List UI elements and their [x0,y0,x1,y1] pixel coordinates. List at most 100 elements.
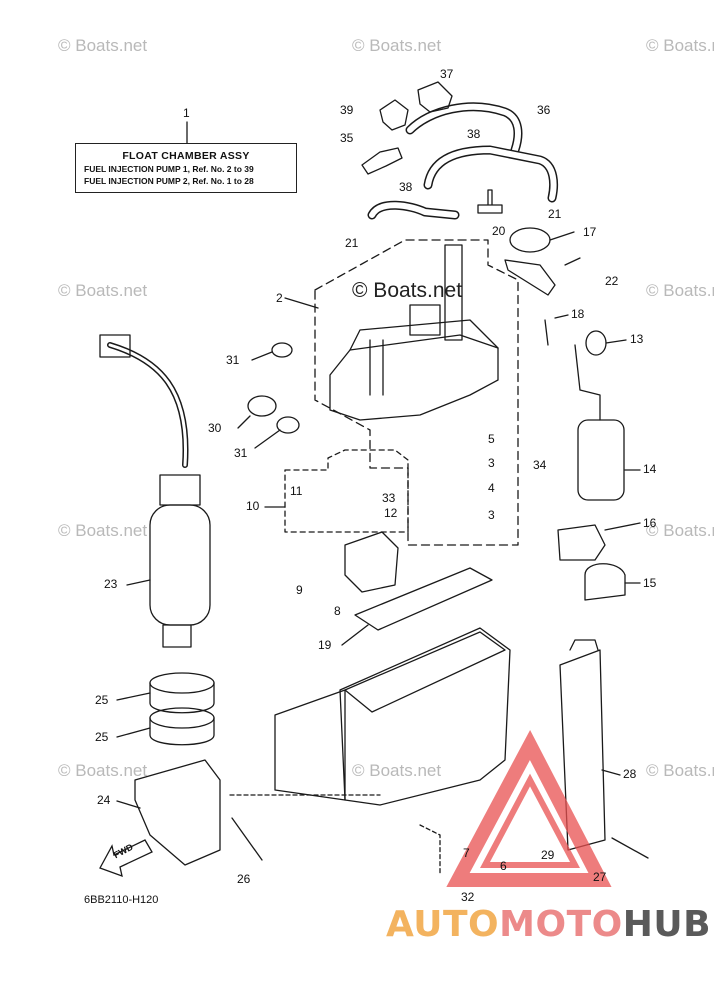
callout-14: 14 [643,462,657,476]
callout-27: 27 [593,870,607,884]
watermark: © Boats.net [58,281,148,300]
callout-21: 21 [548,207,562,221]
callout-3b: 3 [488,508,495,522]
watermark: © Boats.net [646,761,714,780]
watermark: © Boats.net [352,761,442,780]
callout-12: 12 [384,506,398,520]
callout-15: 15 [643,576,657,590]
float-chamber [339,627,511,806]
callout-38: 38 [467,127,481,141]
watermark: © Boats.net [646,281,714,300]
wire-23-inner [108,343,188,467]
seal-30 [247,395,277,417]
callout-20: 20 [492,224,506,238]
float-chamber-bracket [274,689,346,801]
callout-28: 28 [623,767,637,781]
fuel-pump-14-wire [574,344,601,421]
callout-11: 11 [290,484,303,498]
brand-part-3: HUB [622,904,712,945]
leader-31b [254,429,281,449]
callout-8: 8 [334,604,341,618]
part-28-top [569,639,599,651]
callout-16: 16 [643,516,657,530]
callout-19: 19 [318,638,332,652]
callout-1: 1 [183,106,190,120]
leader-31 [251,351,273,361]
pump-stack [444,244,463,341]
callout-32: 32 [461,890,475,904]
bracket-24 [134,759,221,866]
grommet-31 [276,416,300,434]
leader-2 [284,297,319,309]
leader-19 [341,624,369,646]
legend-title: FLOAT CHAMBER ASSY [122,150,250,162]
callout-2: 2 [276,291,283,305]
pump-connector [409,304,441,336]
watermark: © Boats.net [352,36,442,55]
fwd-arrow [99,839,153,878]
group-outline [314,239,519,546]
callout-18: 18 [571,307,585,321]
float-chamber-lid [344,631,506,713]
fuel-pump-23-outlet [162,624,192,648]
callout-3: 3 [488,456,495,470]
filter-13 [585,330,607,356]
callout-30: 30 [208,421,222,435]
watermark: © Boats.net [646,36,714,55]
callout-31: 31 [226,353,240,367]
watermark: © Boats.net [352,279,463,302]
callout-25: 25 [95,693,109,707]
callout-6: 6 [500,859,507,873]
pump-body-2-top [349,319,499,351]
callout-10: 10 [246,499,260,513]
callout-22: 22 [605,274,619,288]
leader-24 [116,800,141,809]
watermark: © Boats.net [646,521,714,540]
holder-16 [557,524,606,561]
regulator-17 [509,227,551,253]
leader-30 [237,415,251,429]
bolt-18 [544,319,549,346]
ring-25a-body [149,682,215,714]
ring-25a [149,672,215,694]
group-outline-10 [284,449,409,533]
callout-4: 4 [488,481,495,495]
part-code: 6BB2110-H120 [84,894,159,906]
ring-25b-body [149,717,215,746]
fuel-pump-14 [577,419,625,501]
clip-39 [379,99,409,131]
joint-35 [361,147,403,175]
legend-ref-1: FUEL INJECTION PUMP 1, Ref. No. 2 to 39 [84,164,254,174]
leader-13 [605,339,627,344]
triangle-logo [446,729,612,887]
callout-34: 34 [533,458,547,472]
part-28 [559,649,606,851]
callout-13: 13 [630,332,644,346]
callout-36: 36 [537,103,551,117]
callout-26: 26 [237,872,251,886]
legend-ref-2: FUEL INJECTION PUMP 2, Ref. No. 1 to 28 [84,176,254,186]
leader-28 [601,769,621,776]
gasket-19 [354,567,493,631]
legend-box: FLOAT CHAMBER ASSY FUEL INJECTION PUMP 1… [75,143,297,193]
callout-24: 24 [97,793,111,807]
fuel-pump-23 [149,504,211,626]
t-joint-20 [477,189,503,214]
leader-23 [126,579,151,586]
leader-dashed [419,824,441,876]
bolt-22 [564,257,581,266]
callout-25b: 25 [95,730,109,744]
band-15 [584,563,626,601]
leader-25 [116,692,151,701]
ring-25b [149,707,215,729]
callout-9: 9 [296,583,303,597]
watermark: © Boats.net [58,761,148,780]
brand-part-1: AUTO [386,904,500,945]
callout-37: 37 [440,67,454,81]
leader-18 [554,314,569,319]
part-8 [344,531,399,593]
leader-25b [116,727,151,738]
hose-38-lower-inner [369,202,458,218]
